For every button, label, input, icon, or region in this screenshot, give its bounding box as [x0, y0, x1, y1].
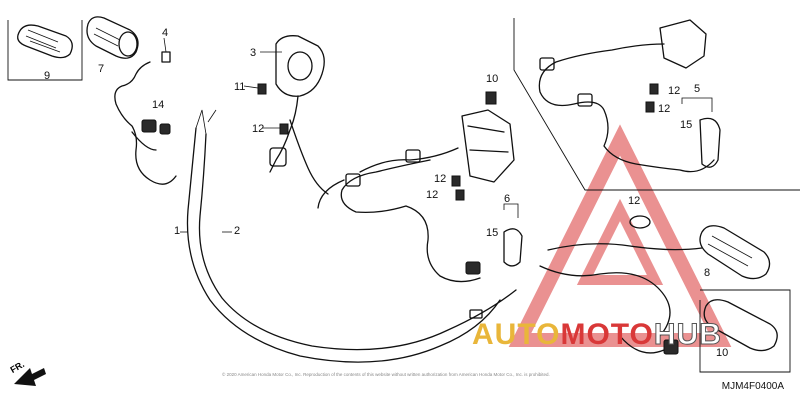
clip-part-13	[629, 215, 651, 229]
throttle-grip-part-7	[86, 16, 139, 59]
callout-3: 3	[250, 47, 256, 59]
callout-14: 14	[152, 99, 164, 111]
front-direction-arrow-icon	[14, 368, 46, 386]
leader-lines	[163, 37, 282, 233]
callout-12-f: 12	[658, 103, 670, 115]
callout-13: 12	[628, 195, 640, 207]
callout-11: 10	[486, 73, 498, 85]
callout-12-d: 12	[426, 189, 438, 201]
callout-labels: 9 7 4 14 3 11 12 10 12 12 5 12 12 15 6 1…	[44, 27, 728, 359]
callout-12-c: 12	[434, 173, 446, 185]
heater-harness-left	[114, 51, 177, 185]
callout-9: 9	[44, 70, 50, 82]
heated-grip-part-8	[539, 225, 771, 337]
right-switch-harness	[538, 19, 721, 173]
diagram-code: MJM4F0400A	[721, 381, 784, 392]
callout-12-e: 12	[668, 85, 680, 97]
box-part-9	[7, 20, 83, 81]
heater-connector-part-6	[465, 203, 523, 275]
callout-12-b: 12	[252, 123, 264, 135]
callout-5: 5	[694, 83, 700, 95]
watermark-triangle	[508, 124, 732, 347]
grip-part-9	[17, 24, 73, 59]
callout-1: 1	[174, 225, 180, 237]
watermark-logo: AUTOMOTOHUB	[472, 318, 722, 352]
callout-12-a: 11	[234, 81, 245, 93]
box-part-10	[699, 289, 791, 373]
callout-4: 4	[162, 27, 168, 39]
copyright-notice: © 2020 American Honda Motor Co., Inc. Re…	[222, 372, 550, 377]
bolts-part-12	[257, 83, 659, 201]
box-right-switch	[513, 18, 800, 191]
callout-8: 8	[704, 267, 710, 279]
callout-7: 7	[98, 63, 104, 75]
grip-part-10	[619, 299, 778, 355]
callout-10: 10	[716, 347, 728, 359]
callout-15-a: 15	[680, 119, 692, 131]
bracket-part-5	[681, 97, 713, 112]
center-switch-assembly	[317, 109, 515, 283]
callout-15-b: 15	[486, 227, 498, 239]
bolt-part-11	[485, 91, 497, 105]
throttle-cables	[186, 109, 517, 363]
callout-6: 6	[504, 193, 510, 205]
left-switch-part-3	[269, 35, 329, 195]
callout-2: 2	[234, 225, 240, 237]
